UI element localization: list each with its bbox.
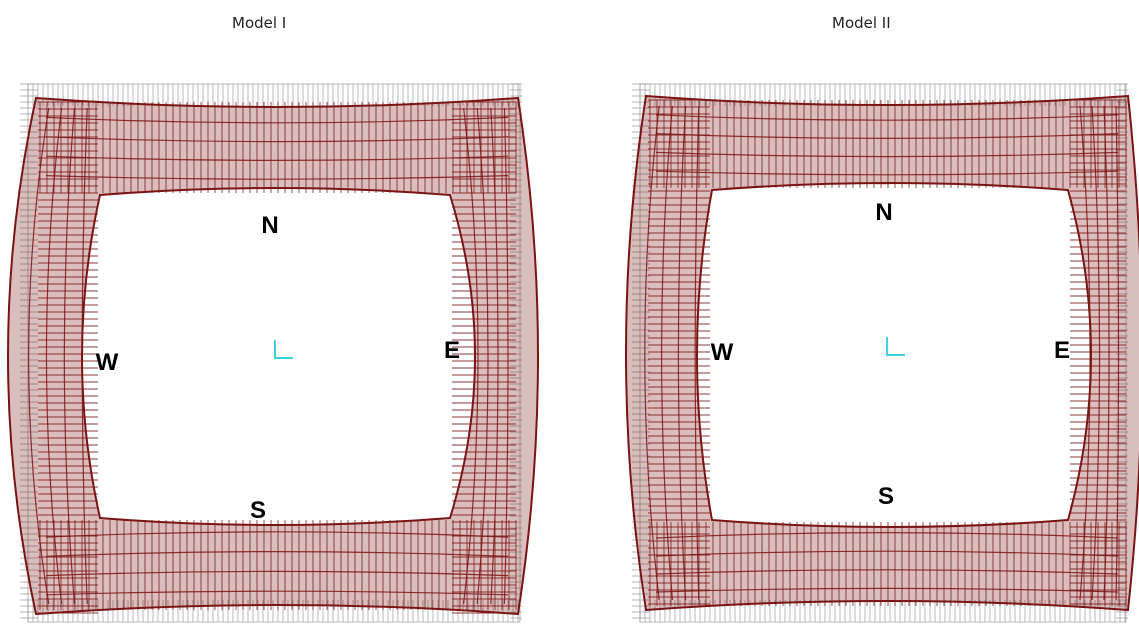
model-1-panel: N S W E [7,83,539,623]
label-west: W [711,339,734,366]
model-2-title: Model II [832,14,891,32]
label-east: E [444,337,460,364]
deformed-mesh [625,94,1139,612]
label-south: S [878,483,894,510]
label-north: N [261,212,278,239]
model-2-panel: N S W E [625,83,1139,623]
model-1-title: Model I [232,14,287,32]
label-south: S [250,497,266,524]
deformed-mesh [7,96,539,616]
label-west: W [96,349,119,376]
label-east: E [1054,337,1070,364]
coordinate-axis-icon [274,340,293,359]
coordinate-axis-icon [886,337,905,356]
label-north: N [875,199,892,226]
